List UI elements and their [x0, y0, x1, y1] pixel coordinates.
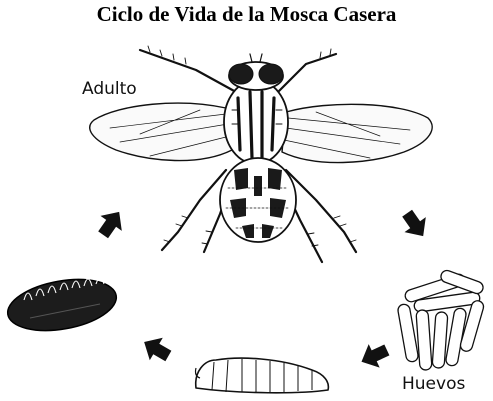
- fly-right-wing: [281, 103, 433, 164]
- fly-legs: [138, 48, 358, 264]
- eggs-illustration: [397, 269, 485, 371]
- fly-left-wing: [89, 102, 233, 162]
- fly-abdomen-stripes: [230, 168, 286, 238]
- fly-left-eye: [228, 63, 254, 85]
- arrow-pupa-to-adult: [98, 211, 122, 239]
- arrow-adult-to-eggs: [402, 209, 426, 237]
- arrow-eggs-to-larva: [361, 344, 390, 368]
- stage-label-eggs: Huevos: [402, 374, 466, 394]
- adult-fly-illustration: [89, 45, 433, 264]
- arrow-larva-to-pupa: [144, 337, 172, 362]
- diagram-title: Ciclo de Vida de la Mosca Casera: [96, 2, 397, 26]
- pupa-illustration: [6, 277, 118, 332]
- fly-thorax: [223, 79, 289, 165]
- stage-label-adult: Adulto: [82, 79, 137, 99]
- cycle-arrows: [98, 209, 426, 368]
- larva-illustration: [194, 357, 330, 394]
- fly-right-eye: [258, 63, 284, 85]
